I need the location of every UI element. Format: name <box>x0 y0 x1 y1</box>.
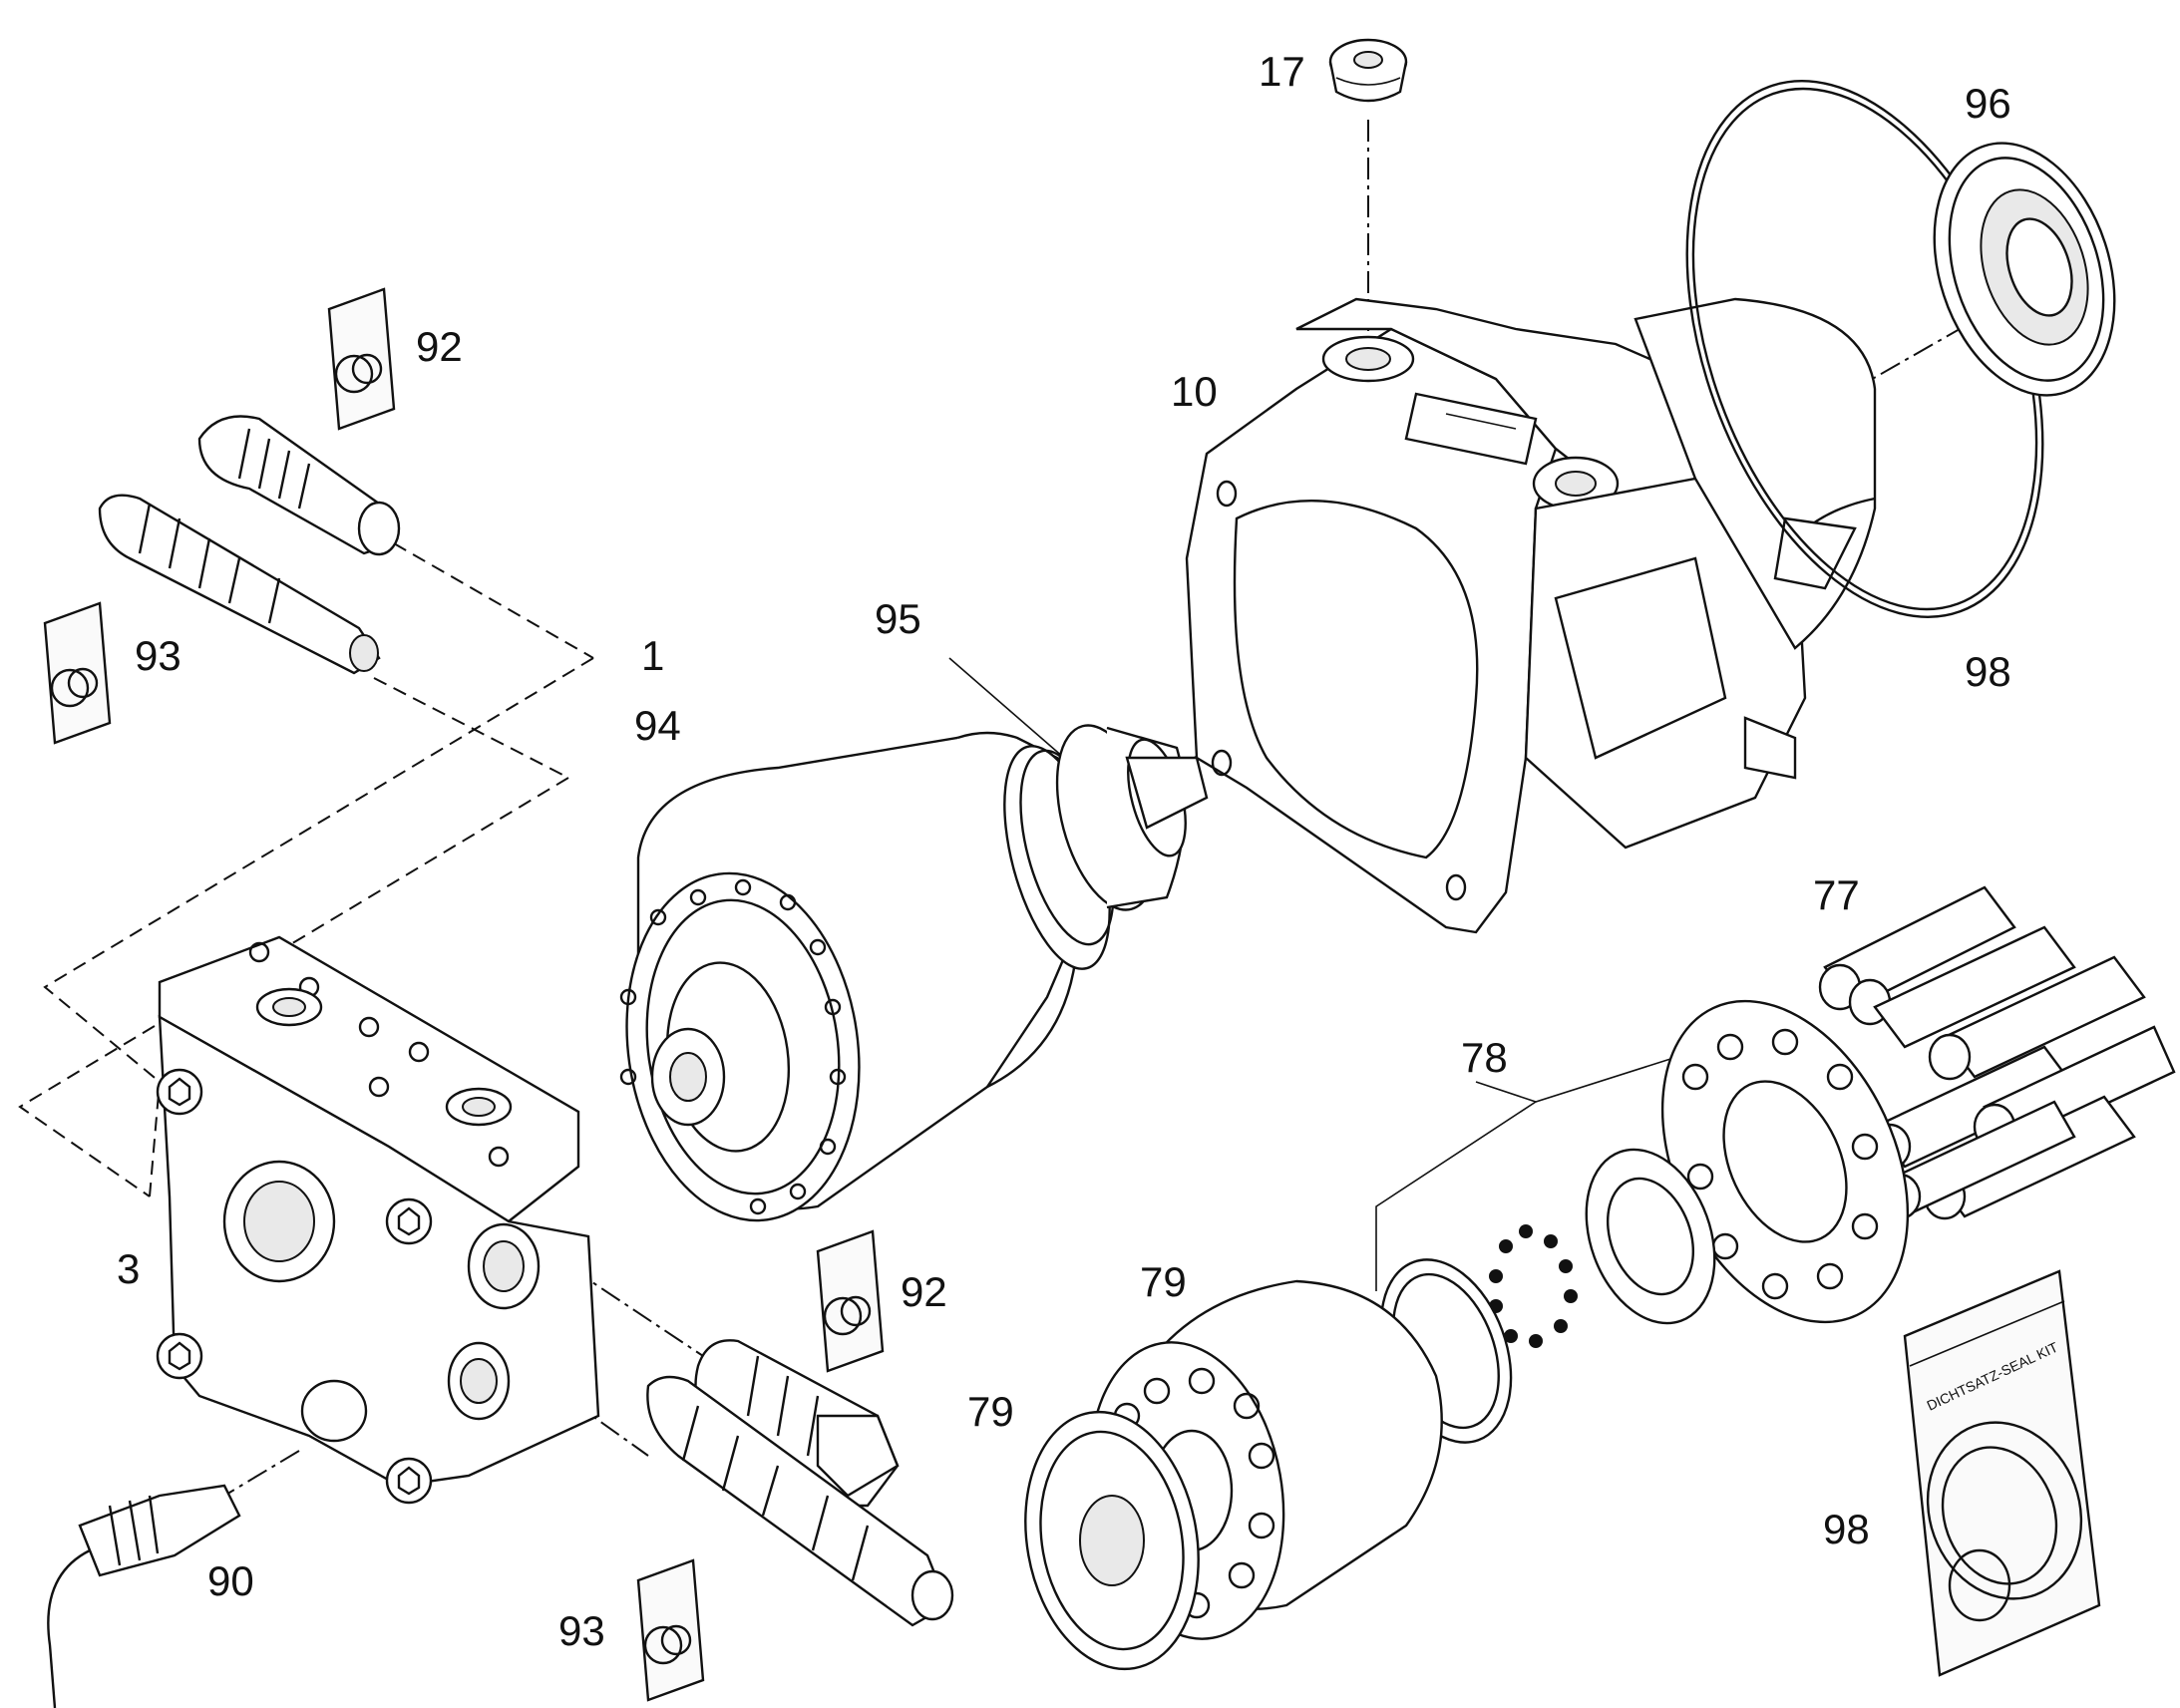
callout-1: 1 <box>641 632 664 679</box>
shaft-seal-96 <box>1933 142 2116 397</box>
callout-10: 10 <box>1171 368 1218 415</box>
seal-kit-bag-93-top <box>43 601 112 745</box>
housing-10 <box>1185 297 1877 934</box>
callout-79-block: 79 <box>1140 1258 1187 1305</box>
rotary-group-94-95 <box>619 724 1209 1222</box>
valve-upper-b <box>98 494 381 675</box>
valve-lower-b <box>646 1375 954 1627</box>
callout-94: 94 <box>634 702 681 749</box>
callout-93-top: 93 <box>135 632 182 679</box>
sensor-90 <box>47 1484 241 1708</box>
seal-kit-bag-93-bottom <box>636 1558 705 1702</box>
plug-17 <box>1328 38 1408 103</box>
pistons-77 <box>1818 885 2176 1220</box>
seal-kit-bag-98-large: DICHTSATZ-SEAL KIT <box>1903 1269 2101 1677</box>
callout-77: 77 <box>1813 871 1860 918</box>
control-block-1-3 <box>156 935 600 1505</box>
callout-98-ring: 98 <box>1965 648 2011 695</box>
socket-screws <box>156 1068 433 1505</box>
callout-96: 96 <box>1965 80 2011 127</box>
valve-upper-a <box>197 415 401 556</box>
callout-labels: 17 96 92 10 93 1 95 94 98 77 78 3 92 79 … <box>117 48 2011 1654</box>
callout-78: 78 <box>1461 1034 1508 1081</box>
retainer-plate-78 <box>1379 999 1910 1444</box>
callout-3: 3 <box>117 1245 140 1292</box>
valve-plate-79 <box>1024 1410 1200 1671</box>
callout-92-top: 92 <box>416 323 463 370</box>
rotary-bolt-holes <box>619 878 847 1215</box>
callout-79-plate: 79 <box>967 1388 1014 1435</box>
callout-98-kit: 98 <box>1823 1506 1870 1552</box>
seal-kit-bag-92-mid <box>816 1229 885 1373</box>
callout-17: 17 <box>1259 48 1305 95</box>
seal-kit-bag-92-top <box>327 287 396 431</box>
callout-92-mid: 92 <box>901 1268 947 1315</box>
callout-93-bottom: 93 <box>558 1607 605 1654</box>
callout-90: 90 <box>207 1557 254 1604</box>
valve-lower-a <box>694 1339 900 1508</box>
callout-95: 95 <box>875 595 921 642</box>
springs <box>1489 1224 1578 1348</box>
